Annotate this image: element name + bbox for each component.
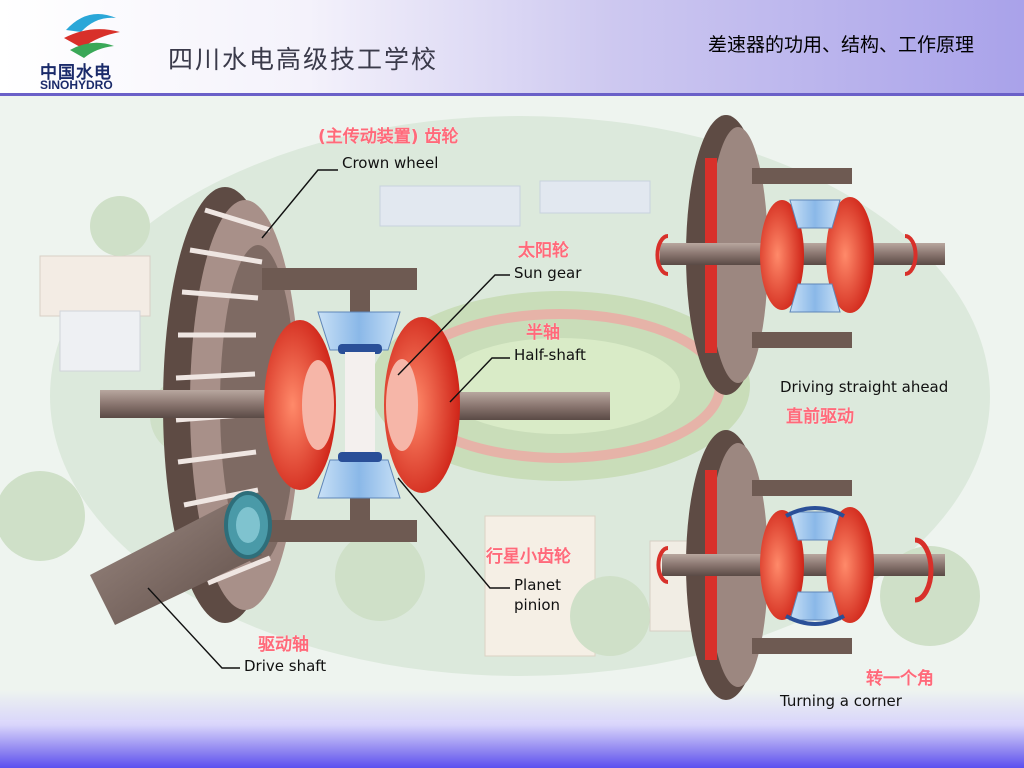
logo-chinese-text: 中国水电 xyxy=(40,63,112,83)
half-shaft-label: Half-shaft xyxy=(514,346,586,364)
turning-corner-diagram xyxy=(656,430,945,700)
sinohydro-logo-icon xyxy=(64,14,120,58)
planet-pinion-label-line2: pinion xyxy=(514,596,561,614)
turning-corner-cn-label: 转一个角 xyxy=(866,669,934,689)
logo-english-text: SINOHYDRO xyxy=(40,78,113,92)
crown-wheel-cn-label: (主传动装置) 齿轮 xyxy=(318,127,459,147)
header-band xyxy=(0,0,1024,96)
school-name: 四川水电高级技工学校 xyxy=(168,45,439,74)
straight-ahead-label: Driving straight ahead xyxy=(780,378,949,396)
straight-ahead-cn-label: 直前驱动 xyxy=(786,407,854,427)
sun-gear-label: Sun gear xyxy=(514,264,582,282)
footer-band xyxy=(0,690,1024,768)
half-shaft-cn-label: 半轴 xyxy=(526,323,560,343)
differential-diagram xyxy=(90,115,945,700)
crown-wheel-label: Crown wheel xyxy=(342,154,439,172)
planet-pinions xyxy=(317,311,401,499)
right-sun-gear xyxy=(384,317,460,493)
drive-shaft-label: Drive shaft xyxy=(244,657,327,675)
header-divider xyxy=(0,93,1024,96)
leader-lines xyxy=(147,169,510,669)
planet-pinion-cn-label: 行星小齿轮 xyxy=(486,547,571,567)
slide-title: 差速器的功用、结构、工作原理 xyxy=(707,34,974,56)
rotation-arrow-icon xyxy=(904,234,918,276)
drive-shaft xyxy=(90,491,272,625)
planet-pinion-label-line1: Planet xyxy=(514,576,562,594)
sun-gear-cn-label: 太阳轮 xyxy=(518,241,569,261)
left-sun-gear xyxy=(264,320,336,490)
rotation-arrow-icon xyxy=(656,546,669,584)
rotation-arrow-icon xyxy=(914,537,934,603)
turning-corner-label: Turning a corner xyxy=(780,692,902,710)
rotation-arrow-icon xyxy=(655,234,669,276)
main-differential xyxy=(90,169,610,669)
straight-ahead-diagram xyxy=(655,115,945,395)
drive-shaft-cn-label: 驱动轴 xyxy=(258,635,309,655)
